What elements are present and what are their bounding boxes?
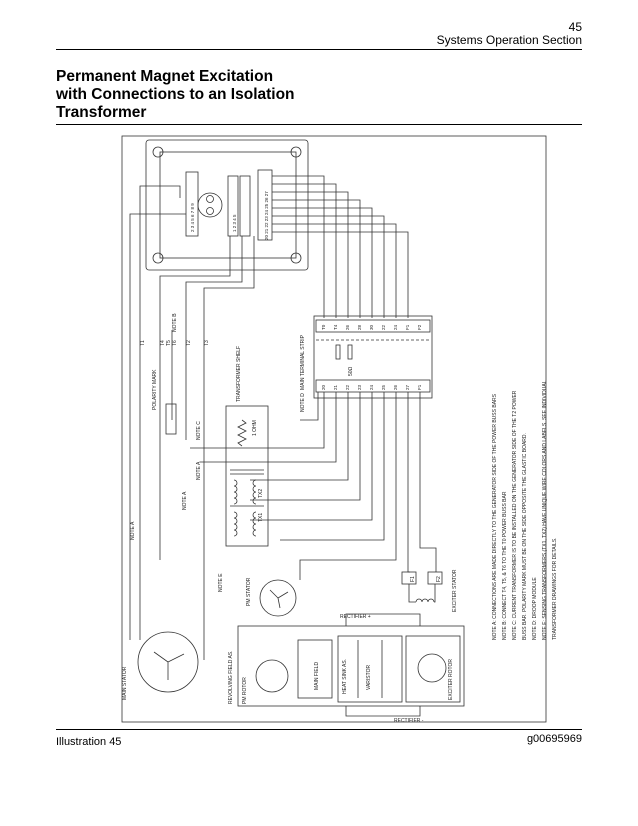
pm-rotor-label: PM ROTOR	[242, 677, 248, 704]
note-d-label: NOTE D	[300, 393, 306, 412]
note-a-label-lower: NOTE A	[130, 521, 136, 540]
note-line-7: TRANSFORMER DRAWINGS FOR DETAILS.	[552, 537, 558, 640]
t5-lead-label: T5	[166, 340, 172, 346]
rectifier-plus-label: RECTIFIER +	[340, 614, 371, 620]
page-number: 45	[568, 20, 582, 34]
revolving-field-label: REVOLVING FIELD AS.	[228, 650, 234, 704]
main-terminal-strip-label: MAIN TERMINAL STRIP	[300, 334, 306, 390]
exciter-rotor-label: EXCITER ROTOR	[448, 659, 454, 700]
strip-top-3: 26	[345, 324, 350, 330]
varistor-label: VARISTOR	[366, 665, 372, 690]
note-e-label: NOTE E	[218, 573, 224, 592]
note-line-1: NOTE A: CONNECTIONS ARE MADE DIRECTLY TO…	[492, 393, 498, 640]
t2-lead-label: T2	[186, 340, 192, 346]
strip-top-7: 24	[393, 324, 398, 330]
note-b-label: NOTE B	[172, 313, 178, 332]
notes-block: NOTE A: CONNECTIONS ARE MADE DIRECTLY TO…	[492, 380, 558, 640]
polarity-mark-label: POLARITY MARK	[152, 369, 158, 410]
strip-bottom-5: 24	[369, 384, 374, 390]
transformer-shelf	[225, 405, 269, 547]
title-line-1: Permanent Magnet Excitation	[56, 68, 274, 85]
strip-to-component-wiring	[190, 392, 437, 580]
exciter-stator-label: EXCITER STATOR	[452, 569, 458, 612]
strip-top-5: 30	[369, 324, 374, 330]
note-a-label-upper: NOTE A	[196, 461, 202, 480]
title-line-3: Transformer	[56, 104, 147, 121]
connector-right-pins: 20 21 22 23 24 25 26 27	[264, 191, 269, 240]
strip-top-9: F2	[417, 324, 422, 330]
note-a-label-middle: NOTE A	[182, 491, 188, 510]
regulator-wiring	[129, 175, 409, 640]
heat-sink-label: HEAT SINK AS.	[342, 659, 348, 694]
strip-top-1: T0	[321, 324, 326, 330]
footer-rule	[56, 729, 582, 730]
f2-terminal-label: F2	[436, 576, 442, 582]
generator-leads	[139, 330, 205, 660]
revolving-field-assembly	[237, 613, 465, 717]
note-line-4: BUSS BAR. POLARITY MARK MUST BE ON THE S…	[522, 433, 528, 640]
note-line-3: NOTE C: CURRENT TRANSFORMER IS TO BE INS…	[512, 390, 518, 640]
f1-terminal-label: F1	[410, 576, 416, 582]
droop-label: 50Ω	[348, 366, 354, 376]
section-title: Systems Operation Section	[436, 33, 582, 47]
title-rule	[56, 124, 582, 125]
strip-bottom-1: 20	[321, 384, 326, 390]
note-line-6: NOTE E: SENSING TRANSFORMERS (TX1, TX2) …	[542, 380, 548, 640]
illustration-caption: Illustration 45	[56, 736, 122, 748]
header-rule	[56, 49, 582, 50]
note-line-2: NOTE B: CONNECT T4, T5, & T6 TO THE T0 P…	[502, 491, 508, 640]
exciter-stator	[401, 571, 443, 603]
strip-bottom-4: 23	[357, 384, 362, 390]
pm-stator	[259, 579, 297, 617]
pm-stator-label: PM STATOR	[246, 577, 252, 606]
strip-top-4: 28	[357, 324, 362, 330]
transformer-shelf-label: TRANSFORMER SHELF	[236, 346, 242, 402]
t1-lead-label: T1	[140, 340, 146, 346]
strip-top-8: F1	[405, 324, 410, 330]
strip-bottom-2: 21	[333, 384, 338, 390]
one-ohm-label: 1 OHM	[252, 420, 258, 436]
tx1-label: TX1	[258, 513, 264, 522]
note-c-label: NOTE C	[196, 421, 202, 440]
note-line-5: NOTE D: DROOP MODULE	[532, 577, 538, 640]
strip-top-2: T4	[333, 324, 338, 330]
figure-id: g00695969	[526, 733, 582, 745]
connector-left-pins: 2 3 4 5 6 7 8 9	[190, 203, 195, 232]
strip-bottom-9: F1	[417, 384, 422, 390]
strip-bottom-7: 26	[393, 384, 398, 390]
t4-lead-label: T4	[160, 340, 166, 346]
t6-lead-label: T6	[172, 340, 178, 346]
strip-bottom-3: 22	[345, 384, 350, 390]
main-terminal-strip	[313, 315, 433, 399]
strip-bottom-6: 25	[381, 384, 386, 390]
title-line-2: with Connections to an Isolation	[56, 86, 295, 103]
main-field-label: MAIN FIELD	[314, 662, 320, 690]
page-title: Permanent Magnet Excitation with Connect…	[56, 68, 316, 122]
connector-mid-pins: 1 2 3 4 5	[232, 214, 237, 232]
main-stator-label: MAIN STATOR	[122, 666, 128, 700]
strip-top-6: 22	[381, 324, 386, 330]
diagram-border	[121, 135, 547, 723]
t3-lead-label: T3	[204, 340, 210, 346]
rectifier-minus-label: RECTIFIER -	[394, 718, 424, 724]
voltage-regulator-panel	[145, 139, 309, 271]
main-stator	[137, 631, 199, 693]
strip-bottom-8: 27	[405, 384, 410, 390]
tx2-label: TX2	[258, 489, 264, 498]
